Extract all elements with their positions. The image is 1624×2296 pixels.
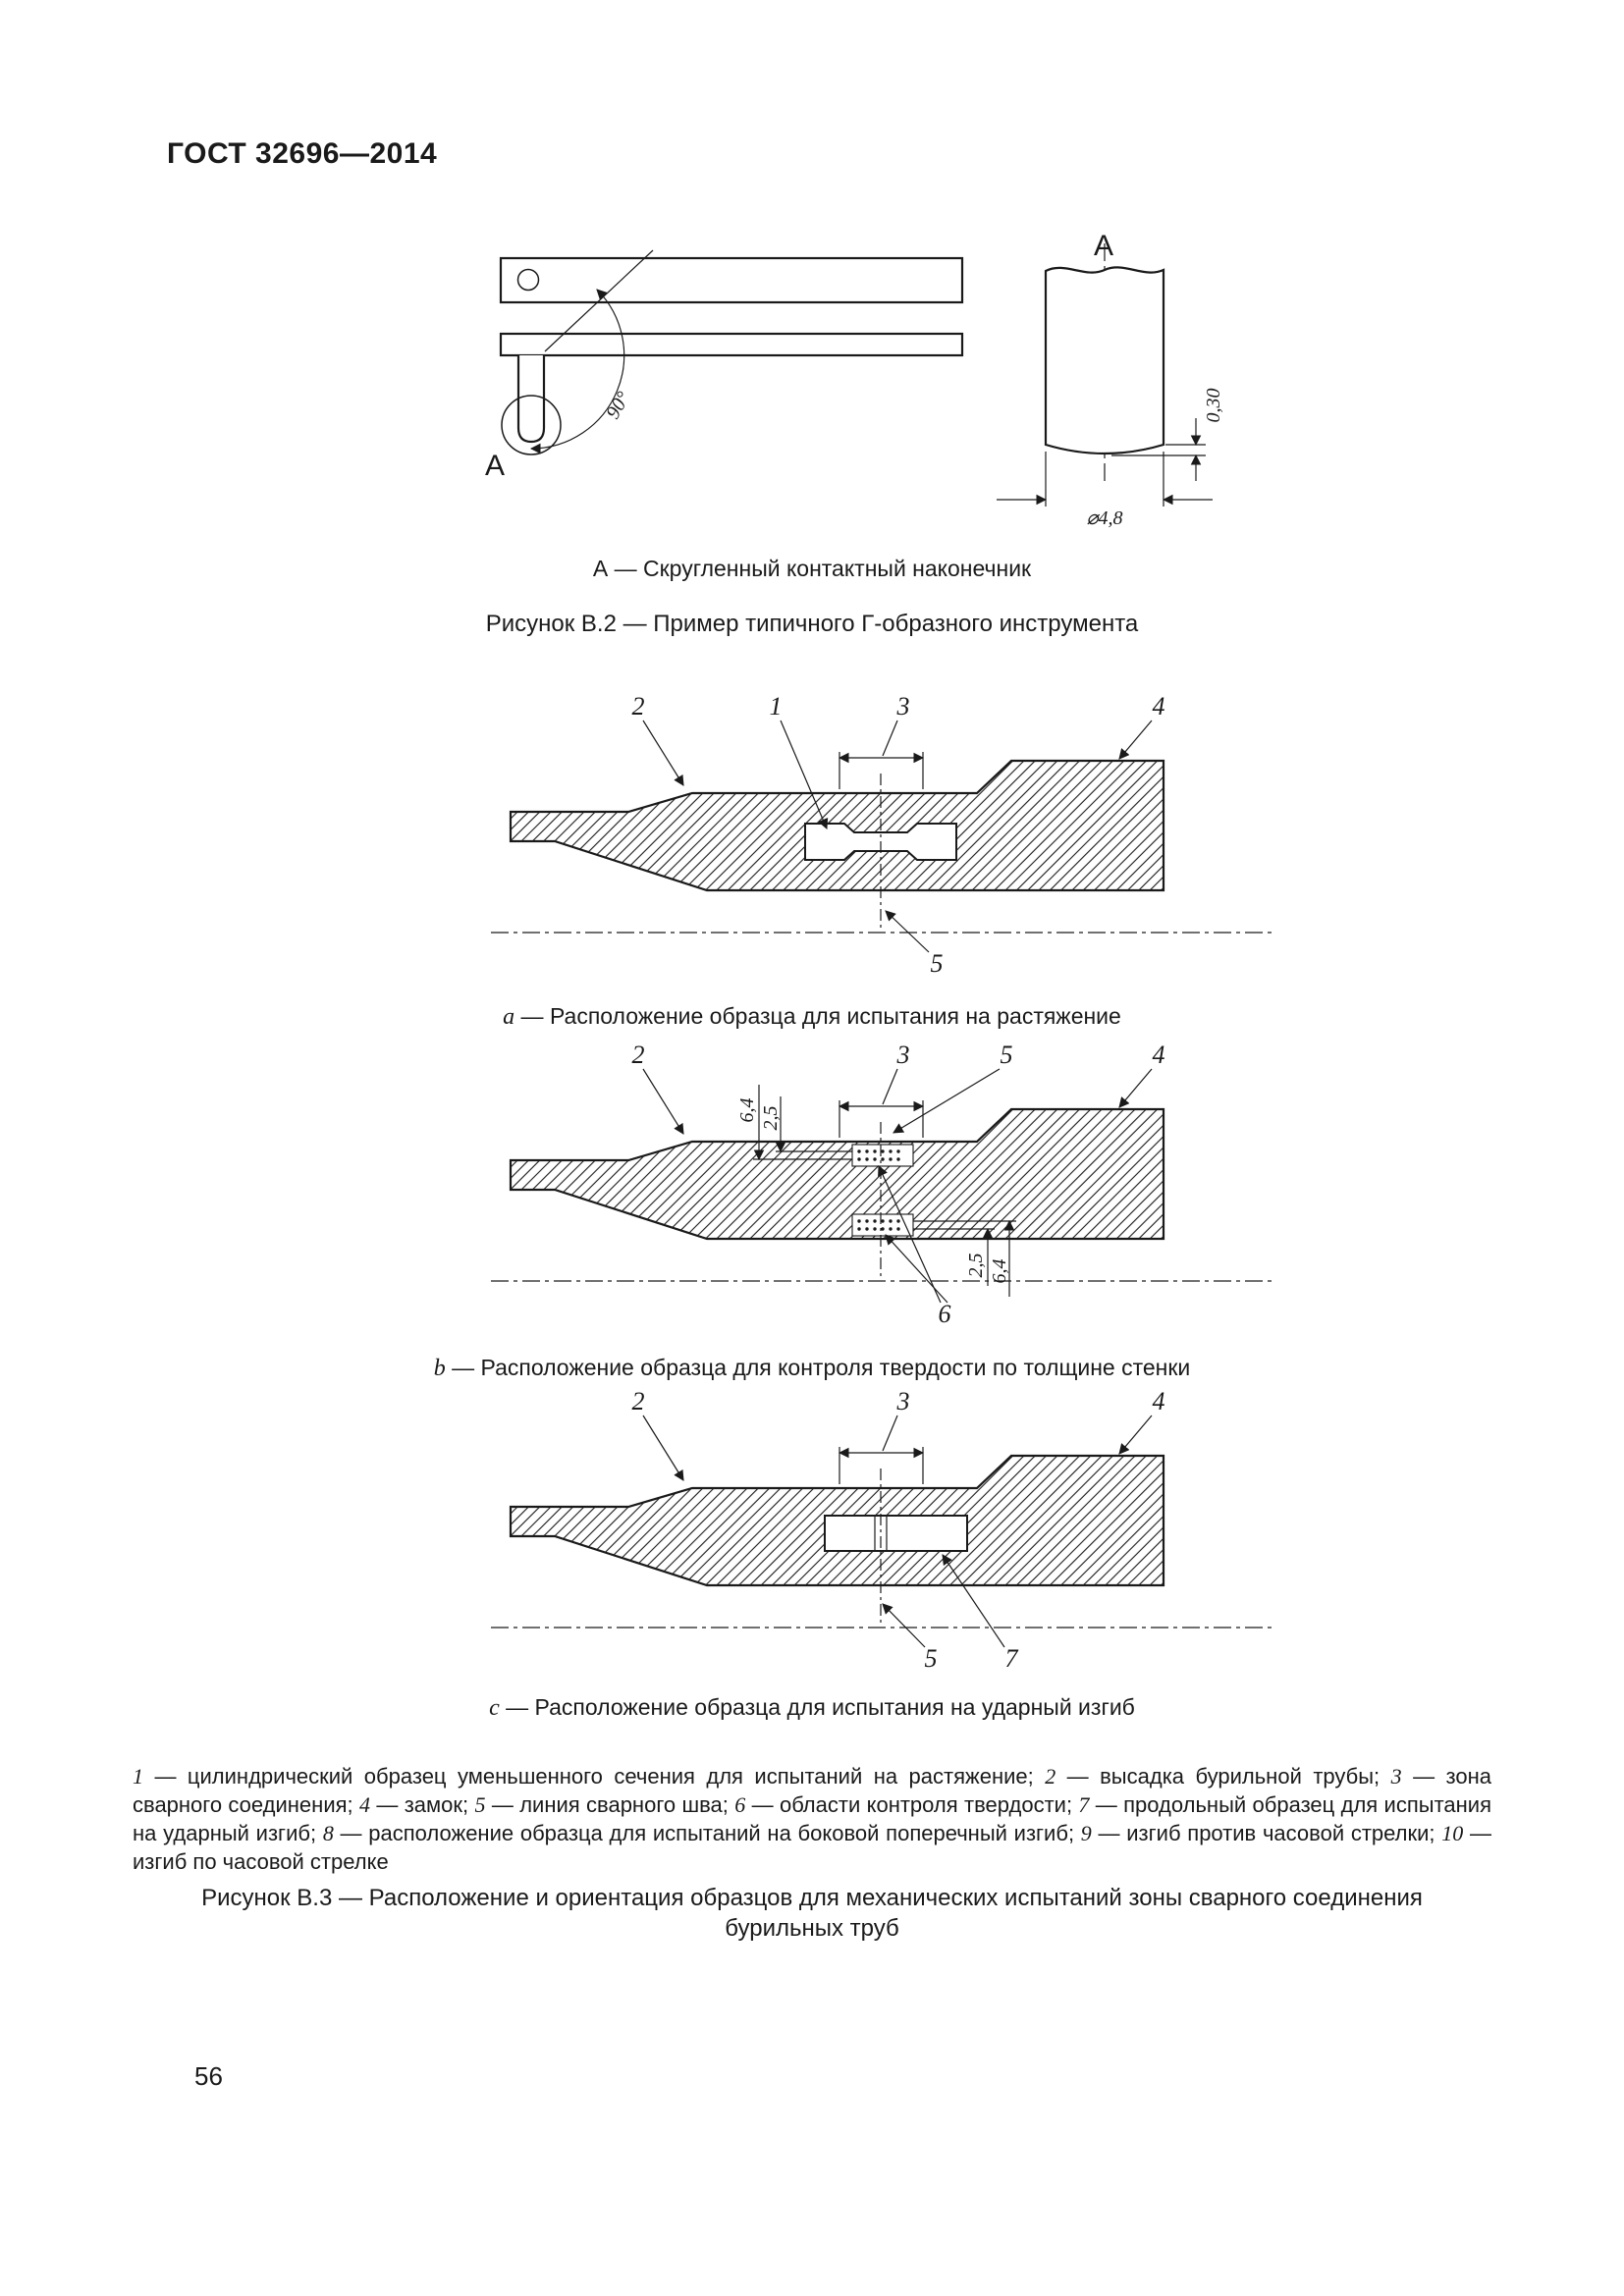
position-label-2: 2 <box>632 1387 645 1415</box>
figure-b3a-drawing: 2 1 3 4 5 <box>491 692 1276 978</box>
figure-b3-caption-line1: Рисунок В.3 — Расположение и ориентация … <box>201 1885 1423 1911</box>
label6-leader-2 <box>885 1234 948 1304</box>
caption-text-b: — Расположение образца для контроля твер… <box>445 1355 1191 1380</box>
caption-text-a: — Расположение образца для испытания на … <box>514 1003 1121 1029</box>
pipe-weld-section <box>509 1107 1165 1241</box>
figure-b2-drawing: 90° А А 0,30 ⌀4,8 <box>485 230 1224 529</box>
dim-top-25: 2,5 <box>760 1106 782 1131</box>
figure-b3-caption: Рисунок В.3 — Расположение и ориентация … <box>0 1883 1624 1944</box>
position-label-4: 4 <box>1153 692 1165 721</box>
figure-b3a-caption: a — Расположение образца для испытания н… <box>0 1003 1624 1031</box>
caption-text-c: — Расположение образца для испытания на … <box>499 1694 1135 1720</box>
angle-value: 90° <box>602 388 634 422</box>
position-label-3: 3 <box>896 1041 910 1069</box>
dim-bot-25: 2,5 <box>965 1254 987 1278</box>
label4-leader <box>1118 720 1153 760</box>
label3-leader <box>882 720 898 757</box>
caption-letter-c: c <box>489 1695 500 1721</box>
tool-side-bar <box>499 332 964 357</box>
tool-leg <box>516 355 546 444</box>
label4-leader <box>1118 1415 1153 1455</box>
detail-view-title: А <box>1094 230 1113 262</box>
position-label-3: 3 <box>896 692 910 721</box>
label5-leader <box>893 1068 1001 1134</box>
tool-plan-bar <box>499 256 964 304</box>
position-label-7: 7 <box>1005 1644 1019 1673</box>
figure-b3b-drawing: 6,4 2,5 2,5 6,4 2 3 5 4 6 <box>491 1041 1276 1328</box>
detail-label: А <box>485 450 505 482</box>
position-label-1: 1 <box>770 692 783 721</box>
position-label-2: 2 <box>632 692 645 721</box>
hardness-zone-inner <box>851 1213 914 1237</box>
position-label-5: 5 <box>931 949 944 978</box>
figure-b3c-caption: c — Расположение образца для испытания н… <box>0 1694 1624 1722</box>
label3-leader <box>882 1415 898 1452</box>
tip-radius-dim: 0,30 <box>1203 389 1224 423</box>
dim-bot-64: 6,4 <box>989 1259 1010 1284</box>
position-label-3: 3 <box>896 1387 910 1415</box>
label5-leader <box>882 1603 926 1648</box>
figure-b2-caption: Рисунок В.2 — Пример типичного Г-образно… <box>485 611 1139 637</box>
position-label-6: 6 <box>939 1300 951 1328</box>
label2-leader <box>642 720 684 786</box>
impact-specimen <box>824 1515 968 1552</box>
tool-hole <box>516 268 540 292</box>
figure-b3-caption-line2: бурильных труб <box>725 1915 899 1942</box>
page-number: 56 <box>194 2061 223 2091</box>
contact-tip-outline <box>1044 266 1165 455</box>
label6-leader-1 <box>878 1165 942 1304</box>
label1-leader <box>780 720 829 829</box>
label2-leader <box>642 1415 684 1481</box>
diameter-dim: ⌀4,8 <box>1086 507 1122 529</box>
position-label-2: 2 <box>632 1041 645 1069</box>
label2-leader <box>642 1068 684 1135</box>
figure-b3c-drawing: 2 3 4 5 7 <box>491 1387 1276 1673</box>
caption-letter-a: a <box>503 1004 515 1030</box>
document-code: ГОСТ 32696—2014 <box>167 137 438 170</box>
position-label-5: 5 <box>925 1644 938 1673</box>
position-label-4: 4 <box>1153 1041 1165 1069</box>
label3-leader <box>882 1068 898 1105</box>
figure-b3-legend: 1 — цилиндрический образец уменьшенного … <box>133 1764 1492 1874</box>
label7-leader <box>942 1554 1005 1648</box>
figure-b2-note: А — Скругленный контактный наконечник <box>592 556 1032 581</box>
position-label-4: 4 <box>1153 1387 1165 1415</box>
label5-leader <box>885 910 930 953</box>
dim-top-64: 6,4 <box>736 1098 758 1123</box>
hardness-zone-outer <box>851 1144 914 1167</box>
label4-leader <box>1118 1068 1153 1108</box>
position-label-5: 5 <box>1001 1041 1013 1069</box>
angle-arc <box>529 289 625 454</box>
figure-b3b-caption: b — Расположение образца для контроля тв… <box>0 1355 1624 1382</box>
caption-letter-b: b <box>433 1356 446 1381</box>
